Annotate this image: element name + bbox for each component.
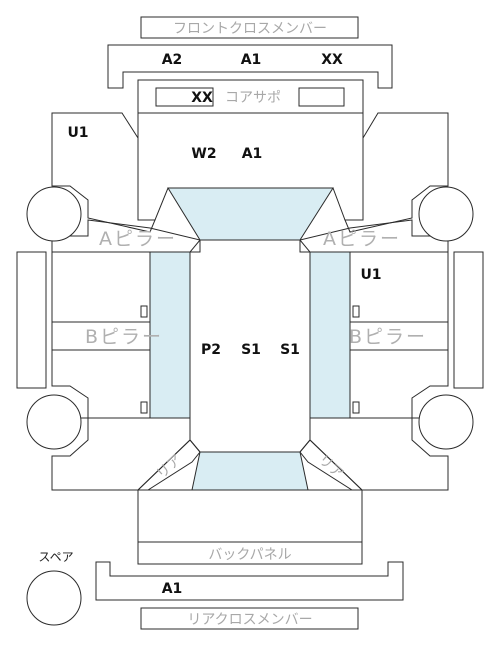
rear-window[interactable] — [191, 451, 309, 491]
code-front-right-door: U1 — [360, 267, 381, 283]
side-sill-left[interactable] — [16, 251, 47, 389]
code-front-cross-right: XX — [321, 52, 343, 68]
back-panel[interactable] — [137, 541, 363, 565]
c-pillar-left-label: リア — [154, 452, 186, 483]
code-front-left-fender: U1 — [67, 125, 88, 141]
code-hood-left: W2 — [191, 146, 216, 162]
a-pillar-right-label: Aピラー — [323, 228, 401, 250]
trunk-lid[interactable] — [137, 489, 363, 543]
a-pillar-left-label: Aピラー — [99, 228, 177, 250]
b-pillar-left-label: Bピラー — [85, 326, 163, 348]
door-handle-front-right — [352, 305, 360, 318]
back-panel-label: バックパネル — [208, 547, 291, 563]
front-cross-member[interactable] — [107, 44, 393, 89]
code-roof-right: S1 — [280, 342, 300, 358]
wheel-front-right[interactable] — [418, 186, 474, 242]
spare-tire[interactable] — [26, 570, 82, 626]
headlight-left — [155, 87, 214, 107]
code-hood-right: A1 — [242, 146, 263, 162]
rear-left-quarter[interactable] — [51, 417, 191, 491]
front-left-fender[interactable] — [51, 112, 156, 233]
b-pillar-right-label: Bピラー — [349, 326, 427, 348]
c-pillar-right-label: リア — [315, 452, 347, 483]
code-rear-cross: A1 — [162, 581, 183, 597]
windshield[interactable] — [167, 187, 334, 241]
code-core-support: XX — [191, 90, 213, 106]
right-side-glass[interactable] — [309, 251, 351, 419]
side-sill-right[interactable] — [453, 251, 484, 389]
rear-right-quarter[interactable] — [309, 417, 449, 491]
rear-cross-member-label: リアクロスメンバー — [187, 612, 312, 628]
core-support-label: コアサポ — [225, 90, 281, 106]
c-pillar-left[interactable] — [136, 439, 201, 491]
front-right-fender[interactable] — [344, 112, 449, 233]
code-roof-center: S1 — [241, 342, 261, 358]
door-handle-rear-left — [140, 401, 148, 414]
rear-cross-member-box[interactable] — [140, 607, 359, 630]
left-side-glass[interactable] — [149, 251, 191, 419]
headlight-right — [298, 87, 345, 107]
door-handle-rear-right — [352, 401, 360, 414]
code-roof-left: P2 — [201, 342, 221, 358]
spare-label: スペア — [38, 550, 73, 564]
door-handle-front-left — [140, 305, 148, 318]
wheel-front-left[interactable] — [26, 186, 82, 242]
wheel-rear-left[interactable] — [26, 394, 82, 450]
c-pillar-right[interactable] — [299, 439, 364, 491]
front-cross-member-label: フロントクロスメンバー — [173, 21, 327, 37]
rear-cross-member[interactable] — [95, 561, 404, 601]
code-front-cross-left: A2 — [162, 52, 183, 68]
wheel-rear-right[interactable] — [418, 394, 474, 450]
front-cross-member-box[interactable] — [140, 16, 359, 39]
code-front-cross-center: A1 — [241, 52, 262, 68]
